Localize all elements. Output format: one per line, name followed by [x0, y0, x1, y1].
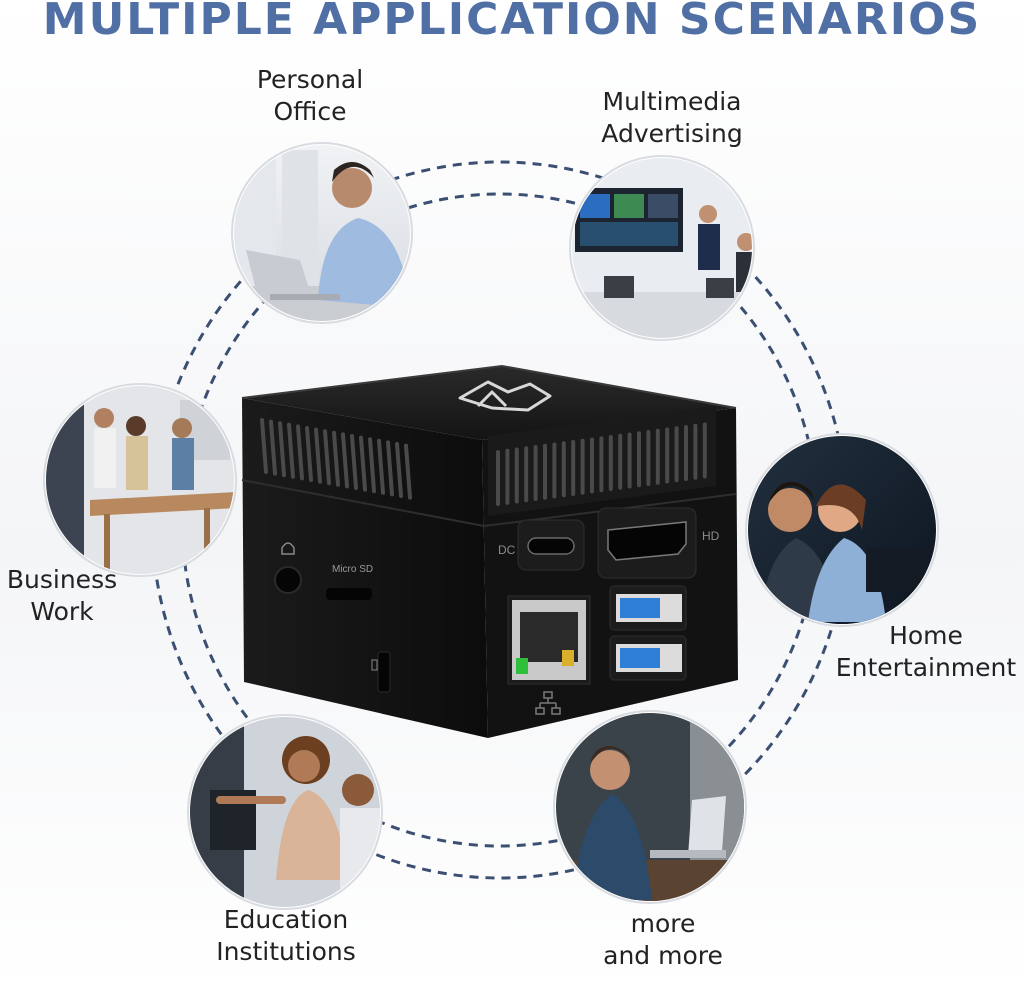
- kensington-lock-slot: [371, 651, 391, 693]
- vent-slat: [341, 432, 349, 489]
- vent-slat: [323, 429, 331, 486]
- label-line: more: [630, 909, 696, 938]
- label-line: Personal: [256, 65, 364, 94]
- label-home-entertainment: Home Entertainment: [828, 620, 1024, 684]
- scenario-photo-home-entertainment: [745, 433, 939, 627]
- dc-label: DC: [498, 543, 516, 557]
- brand-logo-icon: [458, 380, 552, 412]
- vent-slat: [377, 438, 385, 495]
- hd-label: HD: [702, 529, 720, 543]
- label-personal-office: Personal Office: [222, 64, 398, 128]
- page-title: MULTIPLE APPLICATION SCENARIOS: [42, 0, 982, 45]
- label-line: Multimedia: [602, 87, 742, 116]
- scenario-photo-personal-office: [231, 142, 413, 324]
- usb3-port-bottom: [609, 635, 687, 681]
- side-vent: [260, 418, 412, 500]
- label-education-institutions: Education Institutions: [186, 904, 386, 968]
- scenario-photo-business-work: [43, 383, 237, 577]
- usb3-port-top: [609, 585, 687, 631]
- vent-slat: [332, 430, 340, 487]
- label-multimedia-advertising: Multimedia Advertising: [572, 86, 772, 150]
- vent-slat: [359, 435, 367, 492]
- hdmi-port: HD: [597, 507, 720, 579]
- scenario-photo-multimedia-advertising: [569, 155, 755, 341]
- micro-sd-slot: Micro SD: [326, 564, 373, 600]
- label-line: Entertainment: [835, 653, 1017, 682]
- scenario-photo-education-institutions: [187, 714, 383, 910]
- vent-slat: [350, 434, 358, 490]
- vent-slat: [296, 424, 304, 481]
- vent-slat: [314, 427, 322, 484]
- label-line: Business: [6, 565, 118, 594]
- vent-slat: [260, 418, 268, 474]
- vent-slat: [395, 442, 403, 498]
- ethernet-port: [507, 595, 591, 715]
- vent-slat: [278, 421, 286, 478]
- front-vent: [488, 406, 716, 516]
- vent-slat: [404, 443, 412, 500]
- vent-slat: [368, 437, 376, 494]
- label-line: and more: [603, 941, 723, 970]
- label-line: Home: [889, 621, 963, 650]
- vent-slat: [287, 422, 295, 479]
- label-more: more and more: [580, 908, 746, 972]
- mini-pc-device: Micro SD DC HD: [241, 364, 738, 738]
- vent-slat: [386, 440, 394, 497]
- label-line: Work: [30, 597, 94, 626]
- label-line: Institutions: [216, 937, 356, 966]
- network-icon: [535, 691, 561, 715]
- usb-c-port: DC: [498, 519, 585, 571]
- label-business-work: Business Work: [0, 564, 124, 628]
- vent-slat: [269, 419, 277, 476]
- audio-jack-port: [274, 542, 302, 594]
- vent-slat: [305, 426, 313, 482]
- micro-sd-label: Micro SD: [332, 564, 373, 575]
- label-line: Office: [273, 97, 347, 126]
- scenario-photo-more: [553, 710, 747, 904]
- label-line: Education: [223, 905, 349, 934]
- label-line: Advertising: [601, 119, 743, 148]
